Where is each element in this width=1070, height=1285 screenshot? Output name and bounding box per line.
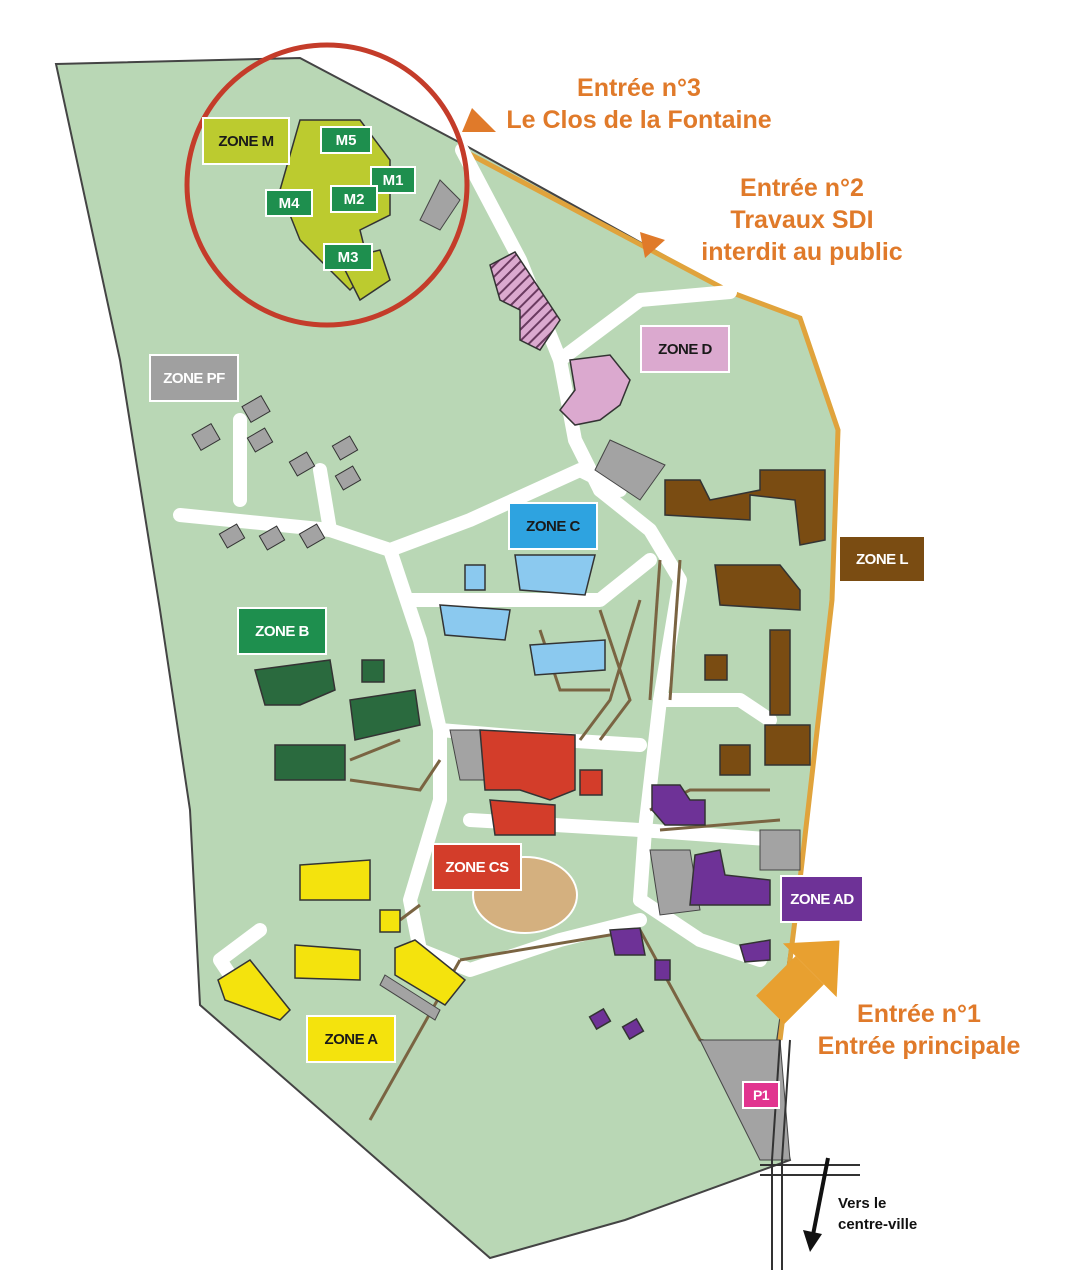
entrance-2-subtitle: Travaux SDI bbox=[730, 206, 874, 234]
zone-cs-buildings bbox=[479, 729, 603, 836]
entrance-1-subtitle: Entrée principale bbox=[817, 1032, 1021, 1060]
entrance-1-text: Entrée n°1 Entrée principale bbox=[806, 998, 1032, 1062]
zone-ad-label: ZONE AD bbox=[780, 875, 864, 923]
entrance-2-note: interdit au public bbox=[701, 238, 903, 266]
zone-l-label: ZONE L bbox=[838, 535, 926, 583]
entrance-3-text: Entrée n°3 Le Clos de la Fontaine bbox=[498, 72, 780, 136]
direction-arrowhead bbox=[803, 1230, 822, 1252]
zone-l-buildings bbox=[664, 469, 826, 776]
zone-cs-label: ZONE CS bbox=[432, 843, 522, 891]
zone-m-label: ZONE M bbox=[202, 117, 290, 165]
zone-d-label: ZONE D bbox=[640, 325, 730, 373]
direction-arrow bbox=[810, 1157, 830, 1241]
entrance-2-arrow bbox=[640, 232, 665, 258]
zone-d-building bbox=[559, 354, 631, 426]
entrance-2-text: Entrée n°2 Travaux SDI interdit au publi… bbox=[690, 172, 914, 268]
entrance-1-arrow bbox=[756, 940, 840, 1024]
zone-ad-buildings bbox=[588, 784, 771, 1041]
parking-p1-label: P1 bbox=[742, 1081, 780, 1109]
entrance-3-title: Entrée n°3 bbox=[577, 74, 701, 102]
entrance-1-title: Entrée n°1 bbox=[857, 1000, 981, 1028]
zone-b-buildings bbox=[254, 659, 421, 781]
zone-c-label: ZONE C bbox=[508, 502, 598, 550]
zone-c-buildings bbox=[439, 554, 606, 676]
entrance-2-title: Entrée n°2 bbox=[740, 174, 864, 202]
zone-a-buildings bbox=[217, 859, 467, 1021]
city-road bbox=[760, 1039, 860, 1270]
direction-text: Vers le centre-ville bbox=[838, 1193, 958, 1235]
construction-building bbox=[489, 251, 561, 351]
zone-pf-label: ZONE PF bbox=[149, 354, 239, 402]
direction-line-2: centre-ville bbox=[838, 1216, 918, 1233]
zone-m-highlight bbox=[184, 42, 470, 328]
zone-m5-label: M5 bbox=[320, 126, 372, 154]
zone-pf-houses bbox=[191, 395, 362, 551]
entrance-3-arrow bbox=[462, 108, 496, 132]
zone-m4-label: M4 bbox=[265, 189, 313, 217]
zone-b-label: ZONE B bbox=[237, 607, 327, 655]
entrance-3-subtitle: Le Clos de la Fontaine bbox=[506, 106, 772, 134]
zone-m2-label: M2 bbox=[330, 185, 378, 213]
zone-a-label: ZONE A bbox=[306, 1015, 396, 1063]
direction-line-1: Vers le bbox=[838, 1195, 887, 1212]
zone-m3-label: M3 bbox=[323, 243, 373, 271]
